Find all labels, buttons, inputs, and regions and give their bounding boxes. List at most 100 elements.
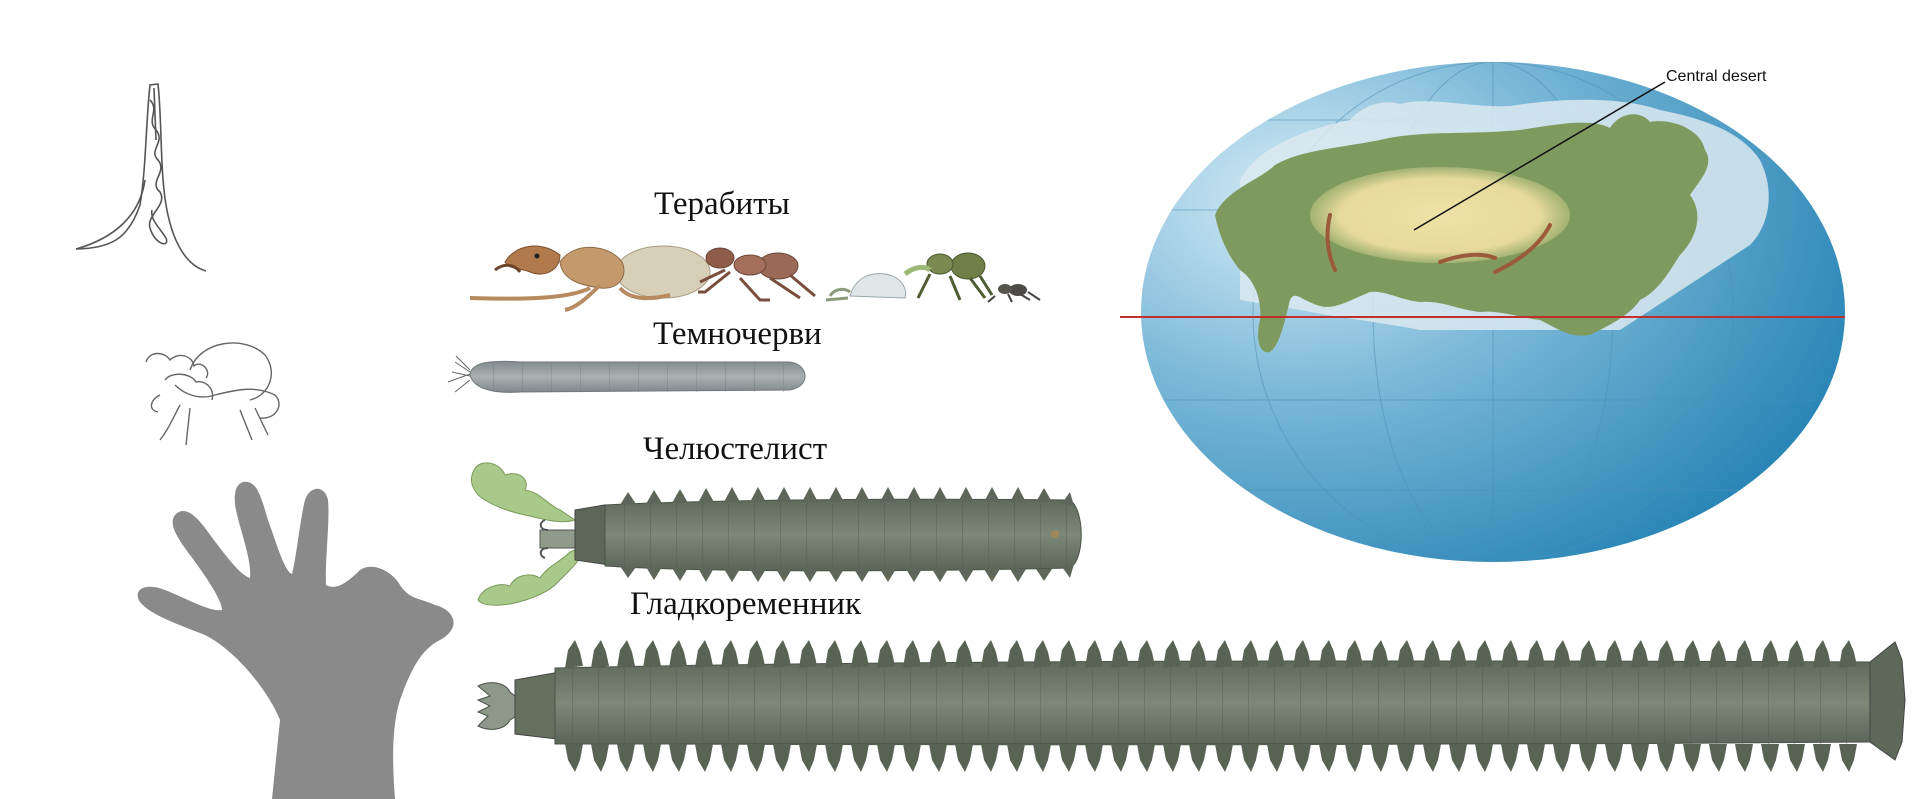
gladkoremennik-spines-top xyxy=(565,640,1857,668)
spine-top xyxy=(1527,640,1545,668)
spine-top xyxy=(669,640,687,668)
terabit-small xyxy=(987,284,1041,303)
spine-top xyxy=(1631,640,1649,668)
spine-bottom xyxy=(1631,744,1649,772)
spine-top xyxy=(1449,640,1467,668)
spine-bottom xyxy=(1579,744,1597,772)
spine-bottom xyxy=(695,744,713,772)
spine-top xyxy=(617,640,635,668)
spine-top xyxy=(1137,640,1155,668)
spine-bottom xyxy=(1345,744,1363,772)
spine-bottom xyxy=(591,744,609,772)
spine-top xyxy=(591,640,609,668)
spine-top xyxy=(1683,640,1701,668)
spine-bottom xyxy=(1033,744,1051,772)
spine-bottom xyxy=(1111,744,1129,772)
spine-bottom xyxy=(1839,744,1857,772)
spine-top xyxy=(1215,640,1233,668)
spine-bottom xyxy=(1293,744,1311,772)
spine-bottom xyxy=(1059,744,1077,772)
spine-top xyxy=(1033,640,1051,668)
spine-bottom xyxy=(903,744,921,772)
spine-top xyxy=(1189,640,1207,668)
spine-bottom xyxy=(1683,744,1701,772)
spine-top xyxy=(903,640,921,668)
spine-bottom xyxy=(1709,744,1727,772)
spine-bottom xyxy=(1423,744,1441,772)
spine-top xyxy=(565,640,583,668)
spine-top xyxy=(643,640,661,668)
map-annotation-central-desert: Central desert xyxy=(1666,68,1767,85)
spine-top xyxy=(1059,640,1077,668)
spine-top xyxy=(877,640,895,668)
label-terabity: Терабиты xyxy=(654,186,790,222)
spine-top xyxy=(1267,640,1285,668)
temnocherv-creature xyxy=(447,355,806,393)
spine-bottom xyxy=(1085,744,1103,772)
spine-bottom xyxy=(565,744,583,772)
spine-bottom xyxy=(1319,744,1337,772)
label-temnochervi: Темночерви xyxy=(653,316,822,352)
spine-bottom xyxy=(1371,744,1389,772)
spine-bottom xyxy=(721,744,739,772)
spine-bottom xyxy=(1397,744,1415,772)
terabity-creatures xyxy=(469,245,1041,312)
spine-bottom xyxy=(1475,744,1493,772)
terabit-worker-green xyxy=(903,252,994,301)
chelyustelist-creature xyxy=(470,462,1082,606)
spine-top xyxy=(1605,640,1623,668)
spine-top xyxy=(1293,640,1311,668)
spine-bottom xyxy=(1761,744,1779,772)
gladkoremennik-creature xyxy=(476,640,1906,772)
spine-bottom xyxy=(1527,744,1545,772)
spine-bottom xyxy=(1735,744,1753,772)
spine-bottom xyxy=(825,744,843,772)
spine-bottom xyxy=(1189,744,1207,772)
spine-bottom xyxy=(1553,744,1571,772)
spine-top xyxy=(799,640,817,668)
creature-sketch-icon xyxy=(145,342,280,446)
spine-top xyxy=(721,640,739,668)
annotation-leader-line xyxy=(1413,81,1666,231)
spine-bottom xyxy=(773,744,791,772)
spine-bottom xyxy=(669,744,687,772)
spine-bottom xyxy=(851,744,869,772)
spine-bottom xyxy=(955,744,973,772)
spine-top xyxy=(1839,640,1857,668)
spine-top xyxy=(955,640,973,668)
spine-top xyxy=(1579,640,1597,668)
spine-top xyxy=(1709,640,1727,668)
spine-top xyxy=(1761,640,1779,668)
spine-top xyxy=(929,640,947,668)
spine-bottom xyxy=(1007,744,1025,772)
label-chelyustelist: Челюстелист xyxy=(643,431,828,467)
spine-bottom xyxy=(1449,744,1467,772)
spine-top xyxy=(1475,640,1493,668)
label-gladkoremennik: Гладкоременник xyxy=(630,586,862,622)
terabit-worker-brown xyxy=(698,247,816,302)
spine-top xyxy=(825,640,843,668)
spine-bottom xyxy=(1605,744,1623,772)
spine-top xyxy=(981,640,999,668)
spine-top xyxy=(695,640,713,668)
spine-top xyxy=(1787,640,1805,668)
spine-bottom xyxy=(929,744,947,772)
spine-bottom xyxy=(1787,744,1805,772)
spine-top xyxy=(1423,640,1441,668)
spine-bottom xyxy=(617,744,635,772)
spine-bottom xyxy=(1501,744,1519,772)
spine-top xyxy=(1163,640,1181,668)
spine-top xyxy=(1241,640,1259,668)
spine-top xyxy=(747,640,765,668)
spine-top xyxy=(851,640,869,668)
spine-top xyxy=(1501,640,1519,668)
spine-top xyxy=(773,640,791,668)
spine-bottom xyxy=(1267,744,1285,772)
spine-bottom xyxy=(981,744,999,772)
termite-mound-sketch-icon xyxy=(75,83,207,272)
spine-bottom xyxy=(1813,744,1831,772)
spine-top xyxy=(1735,640,1753,668)
spine-bottom xyxy=(643,744,661,772)
